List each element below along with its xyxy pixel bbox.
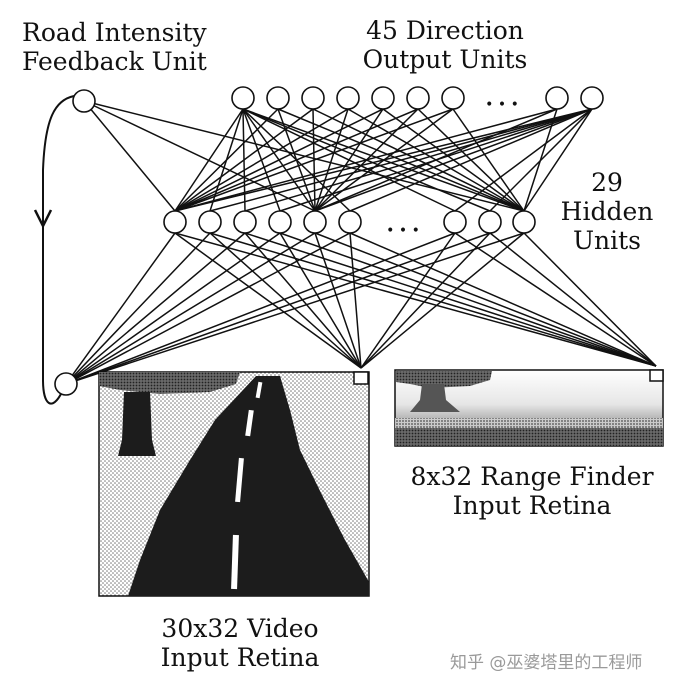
feedback-hidden-edge — [83, 100, 176, 212]
video-input-retina — [98, 371, 370, 597]
input-hidden-edge — [489, 232, 657, 367]
output-units-line-1: 45 Direction — [366, 16, 524, 45]
hidden-output-edge — [242, 108, 456, 212]
video-retina-line-1: 30x32 Video — [161, 614, 319, 643]
connection-lines — [65, 100, 657, 385]
hidden-ellipsis: • • • — [386, 223, 420, 239]
input-hidden-edge — [65, 232, 525, 385]
hidden-output-edge — [242, 108, 351, 212]
input-hidden-edge — [454, 232, 657, 367]
feedback-loop-icon — [33, 95, 75, 405]
feedback-unit-line-1: Road Intensity — [22, 18, 207, 47]
input-hidden-edge — [65, 232, 246, 385]
hidden-unit-node — [198, 210, 222, 234]
input-hidden-edge — [65, 232, 281, 385]
input-hidden-edge — [65, 232, 176, 385]
hidden-unit-node — [338, 210, 362, 234]
feedback-input-node — [54, 372, 78, 396]
range-retina-line-1: 8x32 Range Finder — [410, 462, 654, 491]
output-unit-node — [580, 86, 604, 110]
hidden-unit-node — [233, 210, 257, 234]
input-hidden-edge — [279, 232, 657, 367]
hidden-output-edge — [242, 108, 525, 212]
input-hidden-edge — [349, 232, 657, 367]
feedback-output-node — [72, 89, 96, 113]
hidden-output-edge — [279, 108, 593, 212]
input-hidden-edge — [244, 232, 362, 369]
hidden-output-edge — [242, 108, 246, 212]
hidden-output-edge — [489, 108, 593, 212]
input-hidden-edge — [360, 232, 456, 369]
input-hidden-edge — [65, 232, 351, 385]
input-hidden-edge — [65, 232, 491, 385]
output-unit-node — [371, 86, 395, 110]
hidden-output-edge — [242, 108, 281, 212]
range-finder-retina — [394, 369, 664, 447]
hidden-units-line-1: 29 — [591, 168, 623, 197]
hidden-unit-node — [163, 210, 187, 234]
output-unit-node — [231, 86, 255, 110]
input-hidden-edge — [314, 232, 362, 369]
hidden-output-edge — [382, 108, 525, 212]
hidden-units-label: 29 Hidden Units — [552, 168, 662, 255]
hidden-output-edge — [314, 108, 349, 212]
input-hidden-edge — [65, 232, 456, 385]
range-retina-label: 8x32 Range Finder Input Retina — [400, 462, 664, 520]
hidden-unit-node — [268, 210, 292, 234]
feedback-unit-label: Road Intensity Feedback Unit — [22, 18, 207, 76]
input-hidden-edge — [209, 232, 362, 369]
video-retina-label: 30x32 Video Input Retina — [130, 614, 350, 672]
hidden-unit-node — [443, 210, 467, 234]
feedback-unit-line-2: Feedback Unit — [22, 47, 207, 76]
hidden-output-edge — [312, 108, 316, 212]
output-unit-node — [266, 86, 290, 110]
video-retina-line-2: Input Retina — [160, 643, 320, 672]
input-hidden-edge — [174, 232, 362, 369]
hidden-output-edge — [349, 108, 593, 212]
input-hidden-edge — [174, 232, 657, 367]
input-hidden-edge — [360, 232, 525, 369]
hidden-output-edge — [244, 108, 593, 212]
input-hidden-edge — [244, 232, 657, 367]
hidden-output-edge — [242, 108, 491, 212]
input-hidden-edge — [209, 232, 657, 367]
output-unit-node — [441, 86, 465, 110]
input-hidden-edge — [314, 232, 657, 367]
hidden-unit-node — [512, 210, 536, 234]
input-hidden-edge — [523, 232, 657, 367]
network-nodes — [54, 86, 604, 396]
output-units-line-2: Output Units — [362, 45, 528, 74]
hidden-unit-node — [303, 210, 327, 234]
input-hidden-edge — [65, 232, 211, 385]
feedback-hidden-edge — [83, 100, 525, 212]
output-units-label: 45 Direction Output Units — [345, 16, 545, 74]
hidden-output-edge — [452, 108, 525, 212]
watermark: 知乎 @巫婆塔里的工程师 — [450, 653, 643, 673]
hidden-output-edge — [523, 108, 593, 212]
output-unit-node — [336, 86, 360, 110]
hidden-output-edge — [454, 108, 593, 212]
range-retina-line-2: Input Retina — [452, 491, 612, 520]
output-unit-node — [545, 86, 569, 110]
output-ellipsis: • • • — [485, 97, 519, 113]
output-unit-node — [406, 86, 430, 110]
input-hidden-edge — [349, 232, 362, 369]
output-unit-node — [301, 86, 325, 110]
hidden-units-line-3: Units — [572, 226, 642, 255]
input-hidden-edge — [360, 232, 491, 369]
hidden-unit-node — [478, 210, 502, 234]
input-hidden-edge — [65, 232, 316, 385]
hidden-output-edge — [209, 108, 244, 212]
hidden-units-line-2: Hidden — [560, 197, 654, 226]
road-surface — [128, 376, 369, 596]
